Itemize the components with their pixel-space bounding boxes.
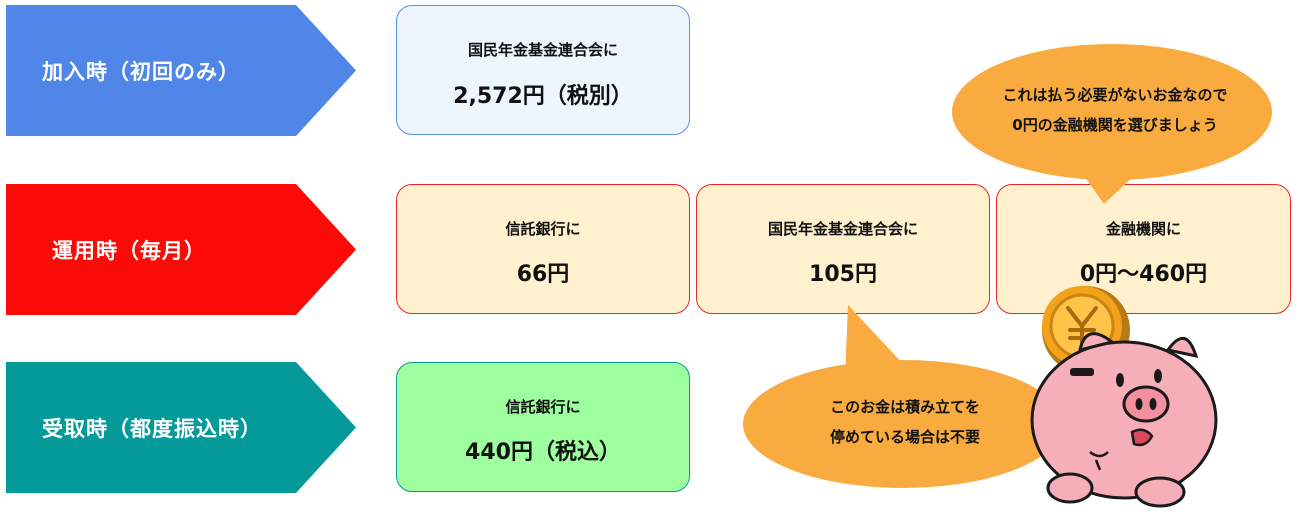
fee-amount: 0円～460円	[1079, 262, 1208, 287]
speech-bubble-bottom	[743, 305, 1063, 488]
fee-payee: 信託銀行に	[505, 220, 581, 238]
fee-payee: 金融機関に	[1105, 220, 1181, 238]
fee-box-op-federation: 国民年金基金連合会に 105円	[696, 184, 990, 314]
fee-box-join-federation: 国民年金基金連合会に 2,572円（税別）	[396, 5, 690, 135]
stage-label-join: 加入時（初回のみ）	[42, 59, 240, 84]
fee-amount: 105円	[809, 262, 877, 287]
bubble-line: 停めている場合は不要	[829, 428, 980, 446]
bubble-line: これは払う必要がないお金なので	[1002, 86, 1228, 104]
fee-box-op-trust-bank: 信託銀行に 66円	[396, 184, 690, 314]
stage-label-receive: 受取時（都度振込時）	[42, 416, 262, 441]
stage-arrow-join: 加入時（初回のみ）	[6, 5, 356, 136]
bubble-line: 0円の金融機関を選びましょう	[1012, 116, 1218, 134]
stage-arrow-receive: 受取時（都度振込時）	[6, 362, 356, 493]
fee-payee: 国民年金基金連合会に	[467, 41, 618, 59]
fee-amount: 440円（税込）	[465, 440, 621, 465]
bubble-line: このお金は積み立てを	[830, 398, 980, 416]
fee-payee: 信託銀行に	[505, 398, 581, 416]
fee-payee: 国民年金基金連合会に	[767, 220, 918, 238]
fee-amount: 2,572円（税別）	[453, 84, 633, 109]
fee-amount: 66円	[516, 262, 570, 287]
speech-bubble-bottom-text: このお金は積み立てを 停めている場合は不要	[745, 392, 1065, 452]
fee-box-receive-trust-bank: 信託銀行に 440円（税込）	[396, 362, 690, 492]
fee-box-op-institution: 金融機関に 0円～460円	[996, 184, 1291, 314]
stage-label-operation: 運用時（毎月）	[52, 238, 206, 263]
speech-bubble-top	[952, 44, 1272, 204]
speech-bubble-top-text: これは払う必要がないお金なので 0円の金融機関を選びましょう	[955, 80, 1275, 140]
stage-arrow-operation: 運用時（毎月）	[6, 184, 356, 315]
piggy-bank-icon	[1030, 286, 1218, 508]
